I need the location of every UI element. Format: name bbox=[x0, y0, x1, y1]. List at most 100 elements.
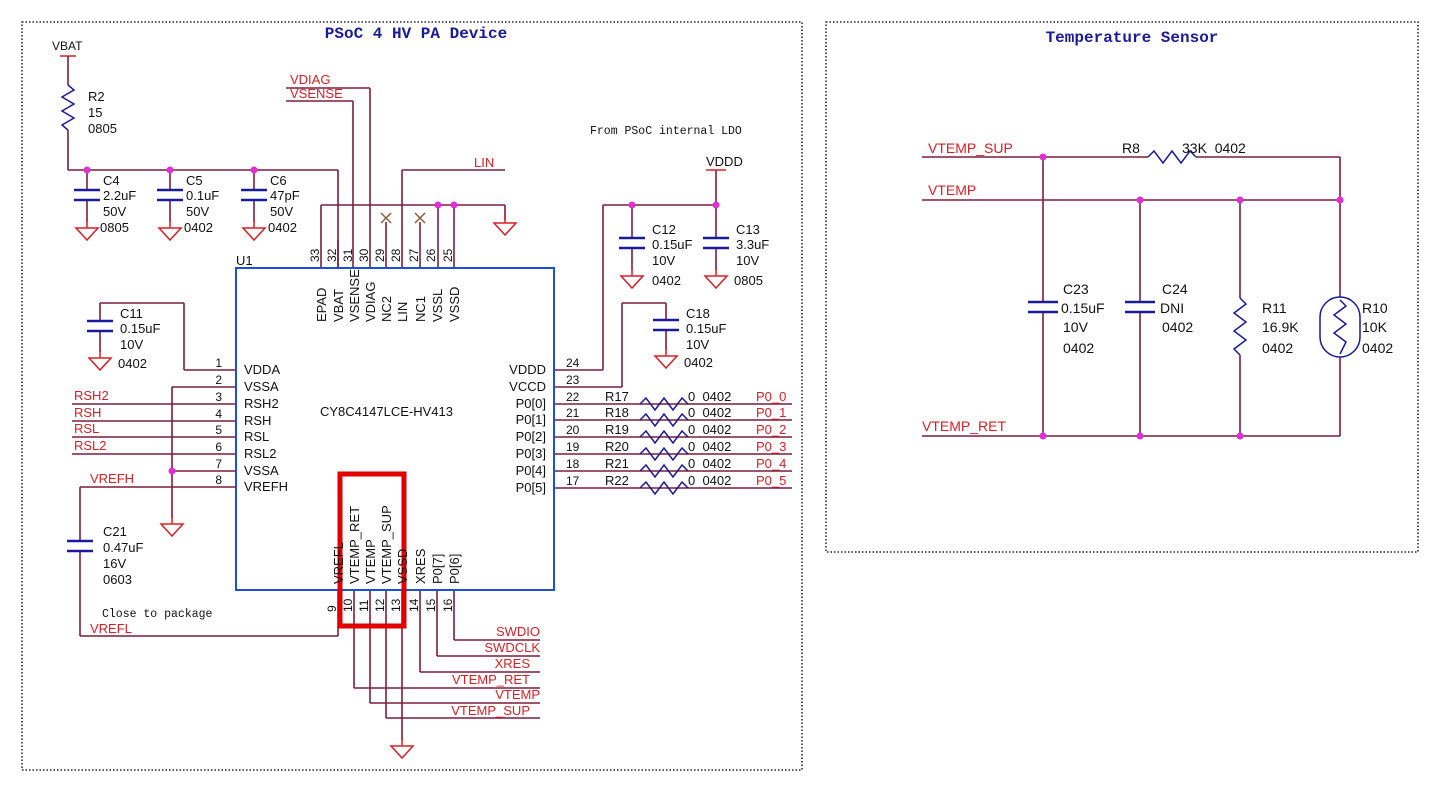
r10-ref: R10 bbox=[1362, 300, 1388, 316]
right-pin-name: P0[1] bbox=[516, 412, 546, 427]
net-vrefl: VREFL bbox=[90, 621, 132, 636]
left-junctions bbox=[83, 166, 720, 475]
r10-value: 10K bbox=[1362, 319, 1388, 335]
c13-ref: C13 bbox=[736, 222, 760, 237]
net-vdiag: VDIAG bbox=[290, 72, 330, 87]
c13-value: 3.3uF bbox=[736, 237, 769, 252]
r19-value: 0 0402 bbox=[688, 422, 731, 437]
left-pin-number: 2 bbox=[215, 373, 222, 387]
net-p0-3: P0_3 bbox=[756, 439, 786, 454]
c5-pkg: 0402 bbox=[184, 220, 213, 235]
r20-ref: R20 bbox=[605, 439, 629, 454]
c4-volt: 50V bbox=[103, 204, 126, 219]
r18-ref: R18 bbox=[605, 405, 629, 420]
bottom-pin-number: 9 bbox=[325, 605, 339, 612]
right-pin-number: 20 bbox=[566, 423, 580, 437]
left-pin-name: RSH2 bbox=[244, 396, 279, 411]
left-pin-number: 8 bbox=[215, 473, 222, 487]
c18-pkg: 0402 bbox=[684, 355, 713, 370]
net-p0-0: P0_0 bbox=[756, 389, 786, 404]
net-swdio: SWDIO bbox=[496, 624, 540, 639]
left-pin-name: VSSA bbox=[244, 379, 279, 394]
right-panel-frame bbox=[825, 21, 1419, 553]
c11-pkg: 0402 bbox=[118, 356, 147, 371]
temp-net-vtemp: VTEMP bbox=[928, 182, 976, 198]
left-pin-number: 1 bbox=[215, 356, 222, 370]
c21-value: 0.47uF bbox=[103, 540, 144, 555]
bottom-pin-number: 15 bbox=[424, 598, 438, 612]
c18-ref: C18 bbox=[686, 306, 710, 321]
chip-right-pins: 24VDDD23VCCD22P0[0]21P0[1]20P0[2]19P0[3]… bbox=[509, 356, 580, 495]
left-capacitors bbox=[67, 188, 729, 553]
net-rsl2: RSL2 bbox=[74, 438, 107, 453]
chip-u1-body bbox=[235, 267, 555, 591]
c13-volt: 10V bbox=[736, 253, 759, 268]
net-xres: XRES bbox=[495, 656, 531, 671]
left-pin-name: VREFH bbox=[244, 479, 288, 494]
right-pin-number: 22 bbox=[566, 390, 580, 404]
top-pin-name: VDIAG bbox=[363, 282, 378, 322]
bottom-pin-name: VTEMP bbox=[363, 539, 378, 584]
top-pin-number: 29 bbox=[373, 248, 387, 262]
bottom-pin-name: VSSD bbox=[395, 549, 410, 584]
left-pin-name: RSL bbox=[244, 429, 269, 444]
top-pin-name: VBAT bbox=[331, 289, 346, 322]
left-pin-name: VSSA bbox=[244, 463, 279, 478]
chip-bottom-pins: 9VREFL10VTEMP_RET11VTEMP12VTEMP_SUP13VSS… bbox=[325, 505, 462, 612]
c12-ref: C12 bbox=[652, 222, 676, 237]
r21-value: 0 0402 bbox=[688, 456, 731, 471]
left-panel-frame bbox=[21, 21, 803, 771]
c4-ref: C4 bbox=[103, 173, 120, 188]
r11-pkg: 0402 bbox=[1262, 340, 1293, 356]
top-pin-name: LIN bbox=[395, 302, 410, 322]
c23-volt: 10V bbox=[1063, 319, 1089, 335]
r18-value: 0 0402 bbox=[688, 405, 731, 420]
top-pin-name: NC1 bbox=[413, 296, 428, 322]
net-vrefh: VREFH bbox=[90, 471, 134, 486]
c4-value: 2.2uF bbox=[103, 188, 136, 203]
bottom-pin-name: P0[6] bbox=[447, 554, 462, 584]
bottom-pin-number: 13 bbox=[389, 598, 403, 612]
ldo-note: From PSoC internal LDO bbox=[590, 125, 742, 138]
net-p0-1: P0_1 bbox=[756, 405, 786, 420]
net-rsl: RSL bbox=[74, 421, 99, 436]
c24-ref: C24 bbox=[1162, 281, 1188, 297]
c6-value: 47pF bbox=[270, 188, 300, 203]
left-pin-number: 5 bbox=[215, 423, 222, 437]
left-panel-title: PSoC 4 HV PA Device bbox=[325, 25, 507, 43]
temp-net-vtemp-sup: VTEMP_SUP bbox=[928, 140, 1013, 156]
bottom-pin-name: VREFL bbox=[331, 542, 346, 584]
net-vtemp-sup: VTEMP_SUP bbox=[451, 703, 530, 718]
left-pin-number: 3 bbox=[215, 390, 222, 404]
net-vbat: VBAT bbox=[52, 39, 83, 53]
top-pin-number: 28 bbox=[389, 248, 403, 262]
top-pin-name: VSENSE bbox=[347, 269, 362, 322]
chip-part-number: CY8C4147LCE-HV413 bbox=[320, 404, 453, 419]
r20-value: 0 0402 bbox=[688, 439, 731, 454]
r21-ref: R21 bbox=[605, 456, 629, 471]
right-pin-name: VCCD bbox=[509, 379, 546, 394]
c11-value: 0.15uF bbox=[120, 321, 161, 336]
r22-value: 0 0402 bbox=[688, 473, 731, 488]
right-pin-name: P0[3] bbox=[516, 446, 546, 461]
top-pin-name: VSSD bbox=[447, 287, 462, 322]
r8-ref: R8 bbox=[1122, 140, 1140, 156]
c5-value: 0.1uF bbox=[186, 188, 219, 203]
bottom-pin-name: XRES bbox=[413, 548, 428, 584]
right-pin-name: P0[4] bbox=[516, 463, 546, 478]
net-p0-2: P0_2 bbox=[756, 422, 786, 437]
right-pin-number: 23 bbox=[566, 373, 580, 387]
top-pin-number: 31 bbox=[341, 248, 355, 262]
net-p0-4: P0_4 bbox=[756, 456, 786, 471]
top-pin-number: 30 bbox=[357, 248, 371, 262]
right-pin-number: 24 bbox=[566, 356, 580, 370]
close-to-package-note: Close to package bbox=[102, 608, 213, 621]
right-panel-title: Temperature Sensor bbox=[1046, 29, 1219, 47]
c23-value: 0.15uF bbox=[1061, 300, 1105, 316]
c24-value: DNI bbox=[1160, 300, 1184, 316]
right-pin-number: 19 bbox=[566, 440, 580, 454]
no-connect-markers bbox=[380, 212, 426, 224]
c21-pkg: 0603 bbox=[103, 572, 132, 587]
right-pin-name: P0[2] bbox=[516, 429, 546, 444]
net-rsh2: RSH2 bbox=[74, 388, 109, 403]
